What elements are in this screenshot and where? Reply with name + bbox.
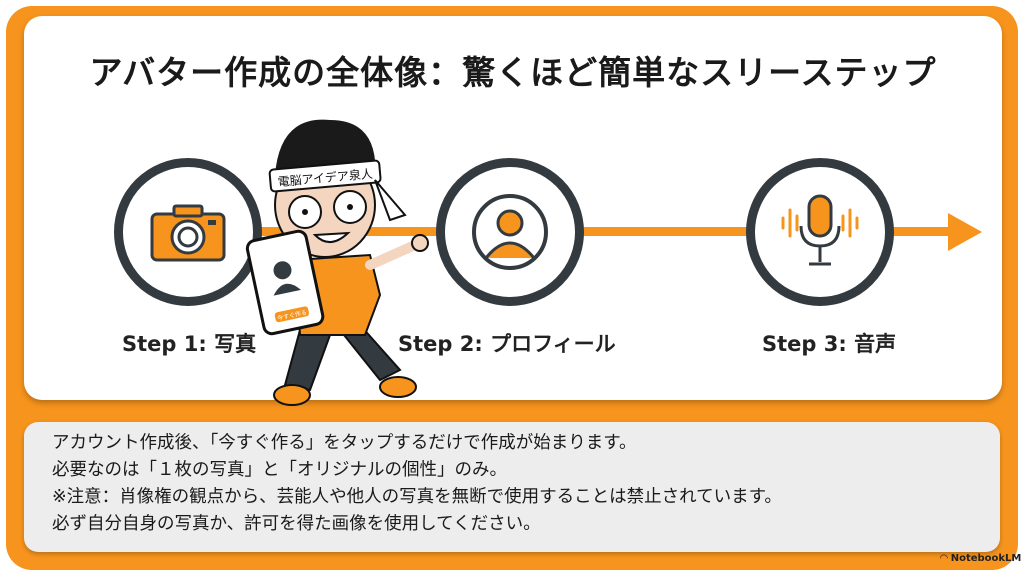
user-profile-icon	[472, 194, 548, 270]
note-box: アカウント作成後、「今すぐ作る」をタップするだけで作成が始まります。 必要なのは…	[24, 422, 1000, 552]
arrow-head-icon	[948, 213, 982, 251]
notebooklm-logo-icon: ◠	[940, 553, 948, 564]
camera-icon	[150, 204, 226, 262]
brand-label: NotebookLM	[950, 553, 1022, 564]
step-3-circle	[746, 158, 894, 306]
note-line: アカウント作成後、「今すぐ作る」をタップするだけで作成が始まります。	[52, 433, 637, 453]
brand-watermark: ◠ NotebookLM	[940, 553, 1021, 564]
step-1-label: Step 1: 写真	[122, 332, 257, 356]
step-2-label: Step 2: プロフィール	[398, 332, 616, 356]
slide-title: アバター作成の全体像：驚くほど簡単なスリーステップ	[89, 53, 937, 92]
microphone-icon	[781, 194, 859, 266]
note-line: ※注意：肖像権の観点から、芸能人や他人の写真を無断で使用することは禁止されていま…	[52, 487, 782, 507]
mascot-illustration: 電脳アイデア泉人 今すぐ作る	[245, 119, 429, 406]
note-line: 必要なのは「１枚の写真」と「オリジナルの個性」のみ。	[52, 460, 507, 480]
step-3-label: Step 3: 音声	[762, 332, 897, 356]
note-line: 必ず自分自身の写真か、許可を得た画像を使用してください。	[52, 514, 541, 534]
step-2-circle	[436, 158, 584, 306]
step-1-circle	[114, 158, 262, 306]
